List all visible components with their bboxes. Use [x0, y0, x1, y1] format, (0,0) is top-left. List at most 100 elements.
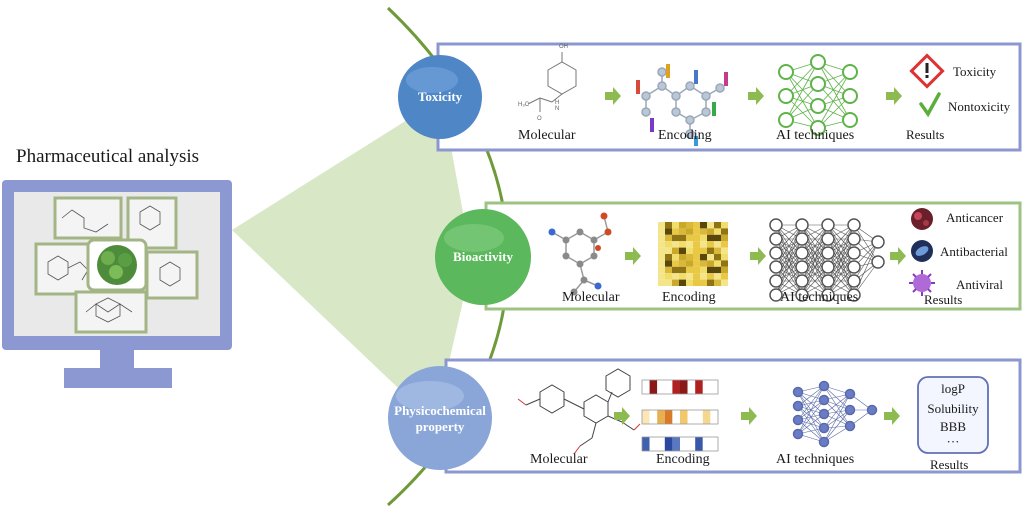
encoding-strip-cell: [695, 410, 703, 424]
heatmap-cell: [707, 260, 714, 267]
step-encoding-bioactivity: Encoding: [662, 290, 716, 305]
heatmap-cell: [700, 222, 707, 229]
encoding-bits-row1: [636, 64, 728, 146]
heatmap-cell: [672, 279, 679, 286]
step-ai-physicochemical: AI techniques: [776, 452, 855, 467]
encoding-strip-cell: [702, 410, 711, 424]
heatmap-cell: [686, 279, 693, 286]
encoding-strip-cell: [657, 380, 665, 394]
step-encoding-toxicity: Encoding: [658, 128, 712, 143]
circle-physicochemical: [388, 366, 492, 470]
heatmap-cell: [714, 222, 721, 229]
heatmap-cell: [672, 273, 679, 280]
nn-node: [871, 235, 885, 249]
heatmap-cell: [693, 266, 700, 274]
heatmap-cell: [714, 254, 721, 261]
nn-edge: [797, 413, 825, 435]
encoding-strip-frame: [641, 436, 719, 452]
heatmap-cell: [686, 273, 693, 280]
nn-node: [847, 232, 861, 246]
step-molecular-toxicity: Molecular: [518, 128, 576, 143]
encoding-strip-cell: [649, 410, 658, 424]
heatmap-cell: [686, 260, 693, 267]
nn-edge: [801, 252, 829, 296]
heatmap-cell: [700, 234, 707, 242]
nn-edge: [775, 224, 803, 268]
circle-label-bioactivity: Bioactivity: [453, 249, 513, 264]
heatmap-cell: [714, 241, 721, 248]
step-results-physicochemical: Results: [930, 457, 969, 472]
nn-node: [847, 288, 861, 302]
heatmap-cell: [721, 273, 728, 280]
encoding-strip-cell: [710, 380, 718, 394]
nn-edge: [823, 393, 851, 443]
nn-edge: [797, 385, 825, 435]
nn-edge: [823, 409, 851, 429]
heatmap-cell: [665, 273, 672, 280]
nn-edge: [853, 241, 879, 282]
nn-node: [795, 246, 809, 260]
nn-node: [795, 232, 809, 246]
result-more: ···: [946, 434, 960, 449]
heatmap-cell: [665, 254, 672, 261]
heatmap-cell: [707, 254, 714, 261]
encoding-graph-row1: [641, 67, 725, 139]
monitor-molecule-lines: [47, 205, 181, 323]
heatmap-cell: [679, 273, 686, 280]
encoding-strip-cell: [680, 437, 688, 451]
nn-edge: [823, 399, 851, 427]
heatmap-cell: [700, 247, 707, 254]
nn-node: [847, 260, 861, 274]
nn-node: [792, 386, 804, 398]
encoding-strip-cell: [672, 380, 680, 394]
heatmap-cell: [665, 279, 672, 286]
encoding-strip-cell: [642, 380, 650, 394]
heatmap-cell: [658, 222, 665, 229]
encoding-strip-cell: [642, 437, 650, 451]
heatmap-cell: [658, 266, 665, 274]
encoding-strip-cell: [702, 437, 711, 451]
nn-edge: [801, 224, 829, 268]
svg-text:H₃C: H₃C: [518, 102, 530, 108]
heatmap-cell: [714, 266, 721, 274]
nn-edge: [797, 385, 825, 421]
heatmap-cell: [665, 234, 672, 242]
heatmap-cell: [714, 279, 721, 286]
result-antiviral: Antiviral: [956, 277, 1003, 292]
heatmap-cell: [700, 266, 707, 274]
nn-node: [818, 380, 830, 392]
heatmap-cell: [665, 266, 672, 274]
nn-node: [844, 420, 856, 432]
step-molecular-physicochemical: Molecular: [530, 452, 588, 467]
heatmap-cell: [700, 228, 707, 235]
heatmap-cell: [721, 247, 728, 254]
heatmap-cell: [679, 279, 686, 286]
heatmap-cell: [714, 260, 721, 267]
nn-edge: [797, 385, 825, 407]
antiviral-icon: [909, 270, 935, 296]
nn-edge: [797, 399, 825, 435]
diagram-title: Pharmaceutical analysis: [16, 146, 200, 167]
heatmap-cell: [721, 234, 728, 242]
nn-node: [821, 218, 835, 232]
svg-text:N: N: [555, 106, 559, 112]
encoding-strip-cell: [649, 437, 658, 451]
step-results-toxicity: Results: [906, 127, 945, 142]
encoding-strip-cell: [664, 437, 673, 451]
flow-arrow: [750, 247, 766, 265]
nn-edge: [823, 385, 851, 411]
encoding-strip-cell: [687, 380, 696, 394]
flow-arrow: [886, 87, 902, 105]
encoding-strip-cell: [680, 380, 688, 394]
encoding-strip-cell: [687, 410, 696, 424]
monitor-molecules: [34, 196, 199, 334]
nn-node: [866, 404, 878, 416]
heatmap-cell: [693, 279, 700, 286]
nn-edge: [823, 393, 851, 415]
heatmap-cell: [679, 222, 686, 229]
heatmap-cell: [714, 234, 721, 242]
heatmap-cell: [721, 222, 728, 229]
nn-node: [821, 232, 835, 246]
nn-edge: [823, 393, 851, 429]
